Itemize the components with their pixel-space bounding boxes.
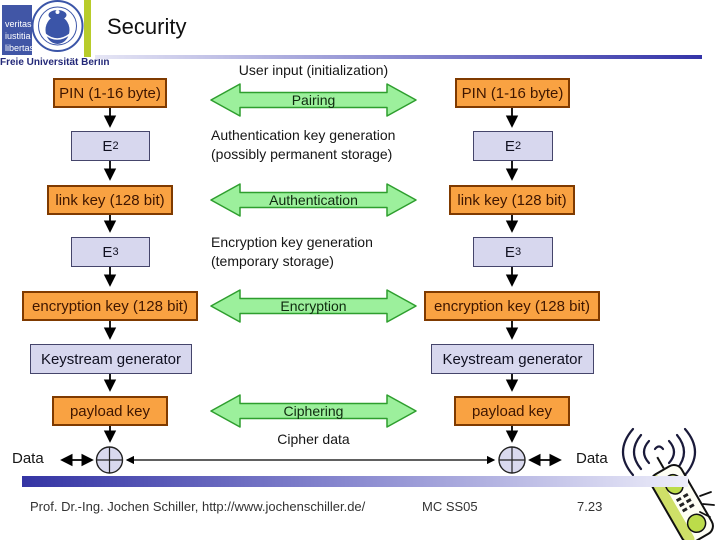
e3-box-left-label: E — [102, 243, 113, 261]
cipher-data-label: Cipher data — [277, 431, 350, 447]
pin-box-left: PIN (1-16 byte) — [53, 78, 167, 108]
enc-keygen-note-line2: (temporary storage) — [211, 253, 334, 269]
pairing-arrow-label: Pairing — [291, 92, 336, 108]
authentication-arrow: Authentication — [210, 183, 417, 217]
page-title: Security — [107, 14, 187, 39]
xor-node-left — [95, 446, 124, 474]
link-key-box-right: link key (128 bit) — [449, 185, 575, 215]
logo-motto-line: veritas — [5, 19, 32, 29]
encryption-key-box-left-label: encryption key (128 bit) — [32, 297, 188, 315]
link-key-box-right-label: link key (128 bit) — [457, 191, 567, 209]
payload-key-box-right-label: payload key — [471, 402, 553, 420]
footer-author: Prof. Dr.-Ing. Jochen Schiller, http://w… — [30, 499, 366, 514]
payload-key-box-right: payload key — [454, 396, 570, 426]
logo-motto-line: iustitia — [5, 31, 31, 41]
enc-keygen-note: Encryption key generation (temporary sto… — [211, 233, 373, 271]
mobile-phone-icon — [649, 456, 714, 540]
keystream-box-right: Keystream generator — [431, 344, 594, 374]
footer-divider — [22, 476, 688, 487]
motion-dashes-icon — [699, 491, 715, 518]
pin-box-right: PIN (1-16 byte) — [455, 78, 570, 108]
link-key-box-left-label: link key (128 bit) — [55, 191, 165, 209]
logo-green-strip — [84, 0, 91, 57]
xor-node-right — [498, 446, 526, 474]
encryption-key-box-left: encryption key (128 bit) — [22, 291, 198, 321]
data-label-right: Data — [576, 450, 608, 467]
logo-motto-line: libertas — [5, 43, 35, 53]
pairing-arrow: Pairing — [210, 83, 417, 117]
pin-box-right-label: PIN (1-16 byte) — [461, 84, 564, 102]
footer-page-number: 7.23 — [577, 499, 603, 514]
university-name: Freie Universität Berlin — [0, 57, 110, 68]
keystream-box-left-label: Keystream generator — [40, 350, 182, 368]
data-label-left: Data — [12, 450, 44, 467]
payload-key-box-left-label: payload key — [69, 402, 151, 420]
encryption-key-box-right: encryption key (128 bit) — [424, 291, 600, 321]
payload-key-box-left: payload key — [52, 396, 168, 426]
user-input-label: User input (initialization) — [238, 62, 389, 78]
enc-keygen-note-line1: Encryption key generation — [211, 234, 373, 250]
ciphering-arrow: Ciphering — [210, 394, 417, 428]
footer-course: MC SS05 — [422, 499, 478, 514]
keystream-box-right-label: Keystream generator — [442, 350, 583, 368]
link-key-box-left: link key (128 bit) — [47, 185, 173, 215]
university-seal-icon — [31, 0, 84, 52]
auth-keygen-note: Authentication key generation (possibly … — [211, 126, 395, 164]
header-divider — [95, 55, 702, 59]
double-arrow-icon — [210, 183, 417, 217]
encryption-arrow-label: Encryption — [280, 298, 347, 314]
ciphering-arrow-label: Ciphering — [283, 403, 344, 419]
keystream-box-left: Keystream generator — [30, 344, 192, 374]
encryption-arrow: Encryption — [210, 289, 417, 323]
double-arrow-icon — [210, 83, 417, 117]
auth-keygen-note-line2: (possibly permanent storage) — [211, 146, 393, 162]
encryption-key-box-right-label: encryption key (128 bit) — [434, 297, 590, 315]
e2-box-right-label: E — [504, 137, 515, 155]
e2-box-left-label: E — [102, 137, 113, 155]
radio-waves-icon — [621, 427, 697, 477]
double-arrow-icon — [210, 394, 417, 428]
logo-motto-box: veritas iustitia libertas — [2, 5, 35, 55]
pin-box-left-label: PIN (1-16 byte) — [59, 84, 161, 102]
double-arrow-icon — [210, 289, 417, 323]
authentication-arrow-label: Authentication — [269, 192, 358, 208]
auth-keygen-note-line1: Authentication key generation — [211, 127, 396, 143]
e3-box-right-label: E — [504, 243, 515, 261]
